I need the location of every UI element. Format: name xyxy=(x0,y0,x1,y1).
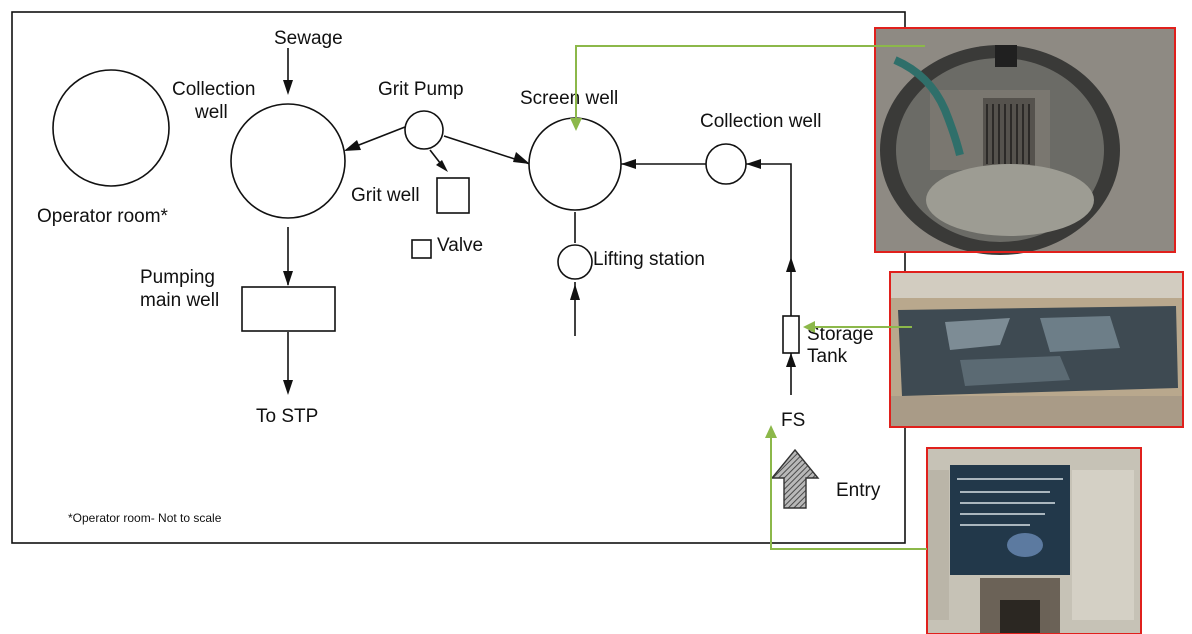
grit-well-box xyxy=(436,177,470,214)
label-screen-well: Screen well xyxy=(520,88,618,109)
label-pumping-main-well-2: main well xyxy=(140,290,219,311)
lifting-station-circle xyxy=(557,244,593,280)
arrowhead xyxy=(570,284,580,300)
arrowhead xyxy=(786,353,796,367)
label-storage-tank-2: Tank xyxy=(807,346,848,367)
label-entry: Entry xyxy=(836,480,881,501)
label-storage-tank: Storage xyxy=(807,324,874,345)
arrowhead xyxy=(621,159,636,169)
screen-well-photo xyxy=(874,27,1176,255)
label-collection-well-right: Collection well xyxy=(700,111,821,132)
arrowhead xyxy=(436,160,448,172)
label-to-stp: To STP xyxy=(256,406,318,427)
label-sewage: Sewage xyxy=(274,28,343,49)
label-fs: FS xyxy=(781,410,805,431)
label-operator-room: Operator room* xyxy=(37,206,169,227)
grit-pump-circle xyxy=(404,110,444,150)
entry-arrow-icon xyxy=(770,448,820,509)
arrowhead xyxy=(283,80,293,95)
collection-well-right-circle xyxy=(705,143,747,185)
arrowhead xyxy=(344,140,361,151)
label-valve: Valve xyxy=(437,235,483,256)
footnote: *Operator room- Not to scale xyxy=(68,511,222,525)
label-lifting-station: Lifting station xyxy=(593,249,705,270)
arrowhead xyxy=(283,271,293,286)
storage-tank-box xyxy=(782,315,800,354)
label-collection-well-left-2: well xyxy=(194,102,228,123)
label-pumping-main-well: Pumping xyxy=(140,267,215,288)
callout-entry xyxy=(770,432,927,550)
screen-well-circle xyxy=(528,117,622,211)
pumping-main-well-box xyxy=(241,286,336,332)
arrowhead xyxy=(786,257,796,272)
collection-well-left-circle xyxy=(230,103,346,219)
arrowhead xyxy=(283,380,293,395)
label-collection-well-left: Collection xyxy=(172,79,255,100)
callout-arrowhead xyxy=(803,321,815,333)
label-grit-pump: Grit Pump xyxy=(378,79,464,100)
valve-box xyxy=(411,239,432,259)
callout-arrowhead xyxy=(765,425,777,438)
label-grit-well: Grit well xyxy=(351,185,420,206)
callout-screen-well xyxy=(575,45,925,124)
storage-tank-photo xyxy=(889,271,1184,428)
arrowhead xyxy=(513,152,530,164)
callout-arrowhead xyxy=(570,118,582,131)
entry-gate-photo xyxy=(926,447,1142,634)
arrowhead xyxy=(746,159,761,169)
operator-room-circle xyxy=(52,69,170,187)
